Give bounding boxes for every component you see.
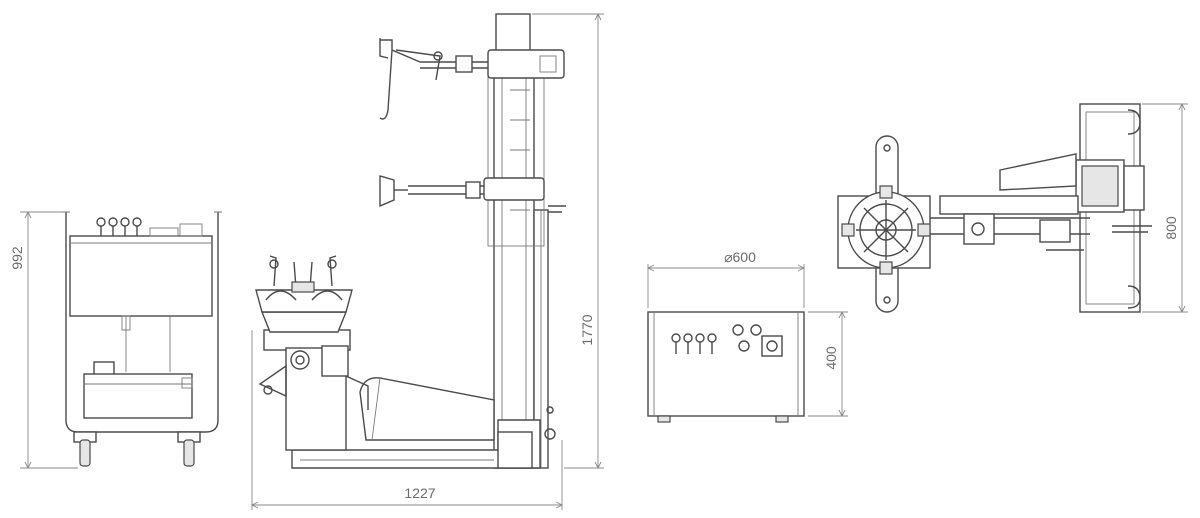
machine-top-view: 800 [837, 102, 1188, 314]
cart-height-dimension: 992 [9, 246, 25, 270]
top-depth-dimension: 800 [1163, 216, 1179, 240]
machine-height-dimension: 1770 [579, 314, 595, 345]
cart-view: 992 [9, 210, 222, 470]
box-height-dimension: 400 [823, 346, 839, 370]
machine-side-view: 1227 1770 [250, 12, 604, 510]
machine-width-dimension: 1227 [404, 485, 435, 501]
control-box-view: ⌀600 400 [646, 249, 848, 423]
box-diameter-dimension: ⌀600 [724, 249, 756, 265]
